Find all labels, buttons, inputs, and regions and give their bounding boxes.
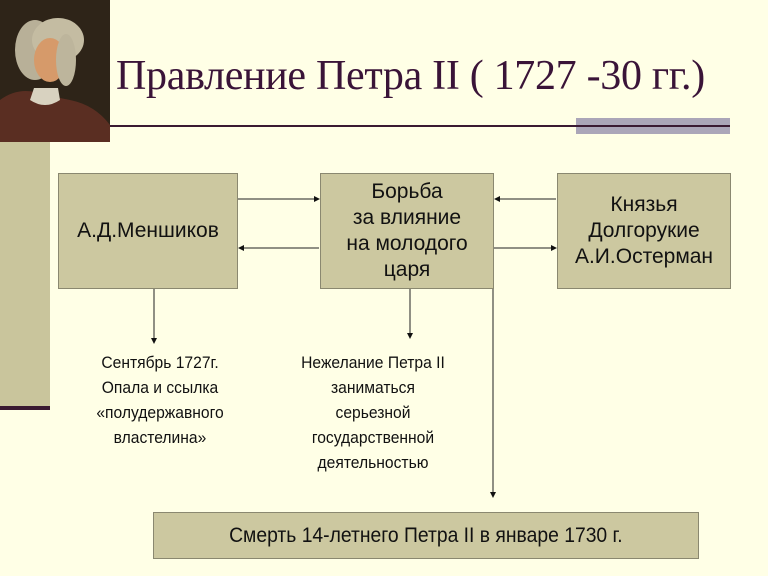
struggle-line: царя	[383, 258, 431, 281]
slide-title: Правление Петра II ( 1727 -30 гг.)	[116, 53, 705, 99]
portrait-image	[0, 0, 110, 142]
dolgoruky-line: Князья	[610, 193, 678, 216]
note-line: заниматься	[331, 378, 415, 397]
title-accent-line	[576, 125, 730, 127]
note-line: государственной	[311, 428, 435, 447]
death-box: Смерть 14-летнего Петра II в январе 1730…	[153, 512, 699, 559]
note-line: Сентябрь 1727г.	[101, 353, 219, 372]
dolgoruky-line: А.И.Остерман	[574, 245, 714, 268]
note-line: властелина»	[113, 428, 207, 447]
struggle-line: Борьба	[371, 180, 443, 203]
dolgoruky-box: Князья Долгорукие А.И.Остерман	[557, 173, 731, 289]
dolgoruky-line: Долгорукие	[588, 219, 700, 242]
struggle-line: за влияние	[352, 206, 462, 229]
note-line: «полудержавного	[96, 403, 224, 422]
note-line: серьезной	[335, 403, 411, 422]
menshikov-label: А.Д.Меншиков	[77, 219, 219, 242]
struggle-box: Борьба за влияние на молодого царя	[320, 173, 494, 289]
struggle-line: на молодого	[346, 232, 468, 255]
menshikov-note: Сентябрь 1727г. Опала и ссылка «полудерж…	[68, 350, 252, 450]
note-line: Опала и ссылка	[101, 378, 219, 397]
note-line: Нежелание Петра II	[301, 353, 445, 372]
title-rule	[110, 125, 730, 127]
menshikov-box: А.Д.Меншиков	[58, 173, 238, 289]
side-strip-divider	[0, 406, 50, 410]
center-note: Нежелание Петра II заниматься серьезной …	[272, 350, 474, 475]
note-line: деятельностью	[317, 453, 429, 472]
death-label: Смерть 14-летнего Петра II в январе 1730…	[229, 523, 623, 547]
